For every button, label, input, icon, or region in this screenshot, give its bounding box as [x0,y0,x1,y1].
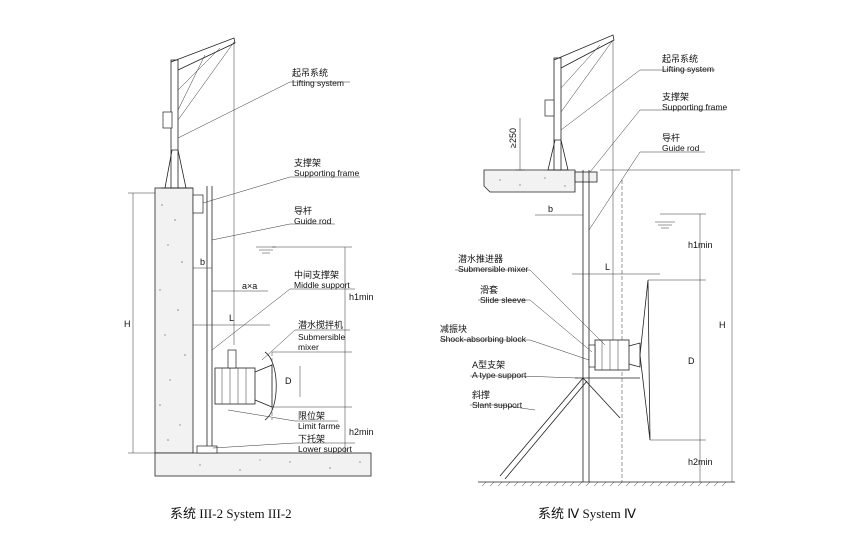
dim-h1-right-label: h1min [688,240,713,250]
label-lifting-cn: 起吊系统 [292,67,328,79]
dimension-250: ≥250 [508,118,525,171]
lower-support [196,445,218,454]
floor-slab [154,452,372,477]
dim-b-right-label: b [548,204,553,214]
dim-H-right-label: H [719,320,726,330]
crane-mast-right [553,57,562,171]
submersible-mixer-right [588,279,651,441]
label-atype-en: A type support [472,370,527,380]
dimension-right-stack: h1min D h2min [272,246,374,454]
label-shock-cn: 减振块 [440,323,467,335]
label-middle-en: Middle support [294,280,350,290]
crane-jib-right [553,34,615,69]
label-lifting-right-cn: 起吊系统 [662,53,698,65]
dim-b-label: b [200,257,205,267]
dim-axa-label: a×a [242,281,257,291]
water-level-mark [256,246,276,254]
label-mixer-right-en: Submersible mixer [458,264,529,274]
dimension-L-right: L [572,262,660,275]
label-lower-cn: 下托架 [298,433,325,445]
label-sleeve-en: Slide sleeve [480,295,526,305]
crane-jib [170,37,236,71]
dim-h2-label: h2min [349,427,374,437]
system-iii-2-drawing: H b a×a L h1min D h2min [124,37,374,521]
label-mixer-right-cn: 潜水推进器 [458,253,503,265]
slant-support [499,377,588,480]
label-atype-cn: A型支架 [472,359,505,371]
dim-h1-label: h1min [349,292,374,302]
dim-H-label: H [124,319,131,329]
label-slant-en: Slant support [472,400,523,410]
leader-lines-right [440,69,725,411]
a-type-support [575,377,640,419]
dim-D-right-label: D [688,356,695,366]
label-shock-en: Shock-absorbing block [440,334,527,344]
dimension-b-right: b [535,204,583,216]
label-mixer-en2: mixer [298,342,319,352]
concrete-texture [159,204,361,471]
label-frame-right-en: Supporting frame [662,102,727,112]
dimension-right-stack-iv: H h1min D h2min [600,169,740,482]
dim-L-label: L [229,313,234,323]
ground-line [478,481,735,487]
label-guide-right-en: Guide rod [662,143,700,153]
label-frame-en: Supporting frame [294,168,359,178]
dim-L-right-label: L [605,262,610,272]
dim-250-label: ≥250 [508,128,518,148]
label-guide-cn: 导杆 [294,205,312,217]
dim-D-label: D [285,376,292,386]
platform-texture [499,177,566,187]
label-mixer-cn: 潜水搅拌机 [298,319,343,331]
label-sleeve-cn: 滑套 [480,284,498,296]
concrete-wall [154,187,194,454]
label-middle-cn: 中间支撑架 [294,269,339,281]
label-lifting-right-en: Lifting system [662,64,714,74]
label-guide-en: Guide rod [294,216,332,226]
supporting-frame [192,194,204,214]
crane-winch [162,111,173,129]
label-limit-cn: 限位架 [298,410,325,422]
label-limit-en: Limit farme [298,421,340,431]
dim-h2-right-label: h2min [688,457,713,467]
label-lifting-en: Lifting system [292,78,344,88]
caption-system-iii-2: 系统 III-2 System III-2 [170,506,292,521]
system-iv-drawing: ≥250 b L [440,34,740,521]
concrete-platform [483,169,576,193]
label-mixer-en1: Submersible [298,332,346,342]
leader-lines-left [177,81,360,449]
label-slant-cn: 斜撑 [472,389,490,401]
dimension-H: H [124,192,155,454]
dimension-axa: a×a [212,281,268,292]
label-frame-right-cn: 支撑架 [662,91,689,103]
dimension-b: b [193,257,212,269]
caption-system-iv: 系统 Ⅳ System Ⅳ [538,506,636,521]
water-level-mark-right [655,221,675,229]
submersible-mixer [214,349,277,421]
label-lower-en: Lower support [298,444,353,454]
dimension-L: L [193,313,270,326]
label-frame-cn: 支撑架 [294,157,321,169]
label-guide-right-cn: 导杆 [662,132,680,144]
